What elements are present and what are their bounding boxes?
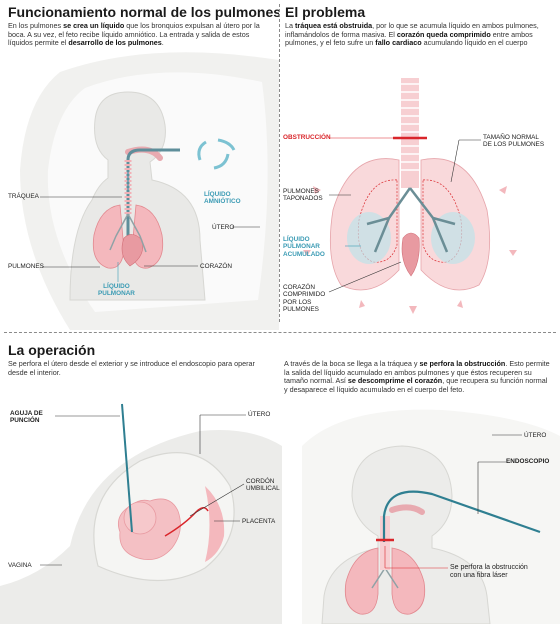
trachea [401, 78, 419, 188]
operation-illustration [0, 403, 282, 624]
description-fragment: que los bronquios expulsan al útero por … [8, 21, 260, 48]
label-traquea: TRÁQUEA [8, 193, 39, 200]
label-pulmones: PULMONES [8, 263, 44, 270]
panel1-description: En los pulmones se crea un líquido que l… [8, 21, 270, 48]
label-liquido-acumulado: LÍQUIDO PULMONAR ACUMULADO [283, 236, 325, 258]
label-utero: ÚTERO [212, 224, 235, 231]
description-fragment: se descomprime el corazón [347, 376, 443, 386]
heart [121, 234, 144, 267]
description-fragment: se perfora la obstrucción [419, 359, 506, 368]
panel3-title: La operación [8, 342, 96, 358]
label-perfora: Se perfora la obstrucción con una fibra … [450, 564, 528, 580]
puncture-needle [121, 403, 133, 533]
panel-operation: La operación Se perfora el útero desde e… [0, 336, 282, 624]
trachea-tube [126, 148, 180, 242]
panel3-description: Se perfora el útero desde el exterior y … [8, 359, 255, 377]
label-vagina: VAGINA [8, 562, 32, 569]
panel4-description: A través de la boca se llega a la tráque… [284, 359, 552, 394]
umbilical-cord [164, 507, 209, 537]
panel-problem: El problema La tráquea está obstruida, p… [281, 0, 560, 330]
description-fragment: acumulando líquido en el cuerpo [421, 38, 528, 48]
label-cordon: CORDÓN UMBILICAL [246, 478, 280, 493]
blocked-lungs-illustration [303, 78, 517, 314]
panel2-description: La tráquea está obstruida, por lo que se… [285, 21, 551, 48]
description-fragment: fallo cardiaco [375, 38, 422, 48]
placenta [205, 486, 225, 562]
description-fragment: . [161, 38, 164, 48]
label-corazon-comprimido: CORAZÓN COMPRIMIDO POR LOS PULMONES [283, 284, 326, 314]
panel1-title: Funcionamiento normal de los pulmones [8, 4, 279, 20]
description-fragment: entre ambos pulmones, y el feto sufre un [285, 29, 533, 48]
description-fragment: se crea un líquido [63, 21, 125, 30]
label-aguja: AGUJA DE PUNCIÓN [10, 410, 43, 425]
description-fragment: desarrollo de los pulmones [68, 38, 162, 48]
endoscope [382, 490, 541, 542]
label-utero-2: ÚTERO [524, 432, 547, 439]
normal-lungs-illustration [20, 52, 279, 330]
label-tamano-normal: TAMAÑO NORMAL DE LOS PULMONES [483, 134, 545, 149]
description-fragment: corazón queda comprimido [396, 29, 491, 39]
description-fragment: La [285, 21, 295, 30]
label-obstruccion: OBSTRUCCIÓN [283, 134, 331, 141]
label-pulmones-taponados: PULMONES TAPONADOS [283, 188, 323, 203]
lung-left-recovered [344, 547, 379, 615]
description-fragment: , por lo que se acumula líquido en ambos… [285, 21, 539, 39]
horizontal-divider [4, 332, 556, 333]
label-placenta: PLACENTA [242, 518, 276, 525]
endoscope-illustration [302, 409, 560, 624]
panel-procedure-detail: A través de la boca se llega a la tráque… [282, 336, 560, 624]
label-liquido-pulmonar: LÍQUIDO PULMONAR [98, 283, 135, 298]
description-fragment: A través de la boca se llega a la tráque… [284, 359, 420, 368]
description-fragment: tráquea está obstruida [295, 21, 373, 30]
vertical-divider [279, 4, 280, 322]
label-endoscopio: ENDOSCOPIO [506, 458, 550, 465]
trachea-recovered [380, 516, 390, 570]
panel2-title: El problema [285, 4, 366, 20]
fetus-head [123, 501, 157, 535]
fetus-mouth [389, 504, 425, 515]
left-lung [92, 204, 125, 269]
label-utero-op: ÚTERO [248, 411, 271, 418]
label-corazon: CORAZÓN [200, 263, 232, 270]
description-fragment: En los pulmones [8, 21, 64, 30]
description-fragment: . Esto permite la salida del líquido acu… [284, 359, 550, 386]
description-fragment: , que recupera su función normal y desap… [284, 376, 548, 394]
panel-normal-function: Funcionamiento normal de los pulmones En… [0, 0, 279, 330]
heart-compressed [401, 232, 420, 277]
lung-right-recovered [391, 547, 426, 615]
label-liquido-amniotico: LÍQUIDO AMNIÓTICO [204, 191, 241, 206]
